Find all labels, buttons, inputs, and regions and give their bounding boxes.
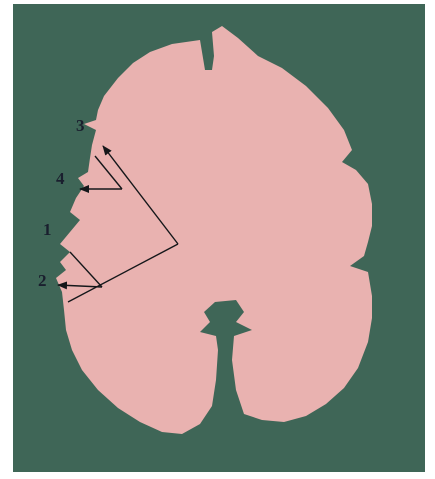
label-2: 2 <box>38 271 47 290</box>
label-4: 4 <box>56 169 65 188</box>
label-1: 1 <box>43 220 52 239</box>
label-3: 3 <box>76 116 85 135</box>
